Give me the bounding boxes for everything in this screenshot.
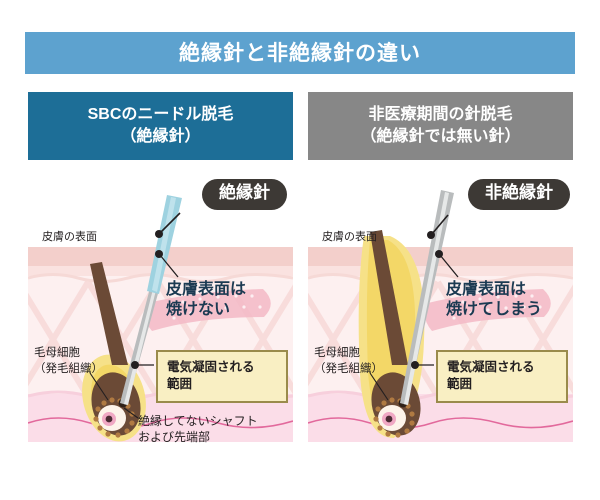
label-skin-surface: 皮膚の表面	[322, 231, 377, 243]
diagram-non-insulated: 非絶縁針 皮膚の表面 皮膚表面は 焼けてしまう 毛母細胞 （発毛組織） 電気凝固…	[308, 160, 573, 482]
callout-coagulation-range: 電気凝固される 範囲	[156, 350, 288, 403]
callout-coagulation-range: 電気凝固される 範囲	[436, 350, 568, 403]
page-title: 絶縁針と非絶縁針の違い	[179, 41, 421, 65]
needle-follicle-graphic	[82, 195, 182, 442]
needle-follicle-graphic	[358, 190, 459, 438]
panel-insulated: SBCのニードル脱毛 （絶縁針）	[28, 92, 293, 482]
page-title-banner: 絶縁針と非絶縁針の違い	[25, 32, 575, 74]
panel-non-insulated: 非医療期間の針脱毛 （絶縁針では無い針）	[308, 92, 573, 482]
panel-header-label: 非医療期間の針脱毛 （絶縁針では無い針）	[360, 106, 521, 145]
label-burn-status: 皮膚表面は 焼けない	[166, 281, 247, 318]
needle-type-pill-insulated: 絶縁針	[202, 179, 287, 210]
needle-type-pill-non-insulated: 非絶縁針	[468, 179, 570, 210]
diagram-insulated: 絶縁針 皮膚の表面 皮膚表面は 焼けない 毛母細胞 （発毛組織） 絶縁してないシ…	[28, 160, 293, 482]
panel-header-label: SBCのニードル脱毛 （絶縁針）	[87, 106, 234, 145]
label-skin-surface: 皮膚の表面	[42, 231, 97, 243]
epidermis-lower-layer	[308, 266, 573, 276]
label-hair-matrix: 毛母細胞 （発毛組織）	[34, 347, 103, 375]
label-hair-matrix: 毛母細胞 （発毛組織）	[314, 347, 383, 375]
label-shaft-note: 絶縁してないシャフト および先端部	[138, 414, 258, 445]
label-burn-status: 皮膚表面は 焼けてしまう	[446, 281, 543, 318]
panel-header-non-insulated: 非医療期間の針脱毛 （絶縁針では無い針）	[308, 92, 573, 160]
panel-header-insulated: SBCのニードル脱毛 （絶縁針）	[28, 92, 293, 160]
